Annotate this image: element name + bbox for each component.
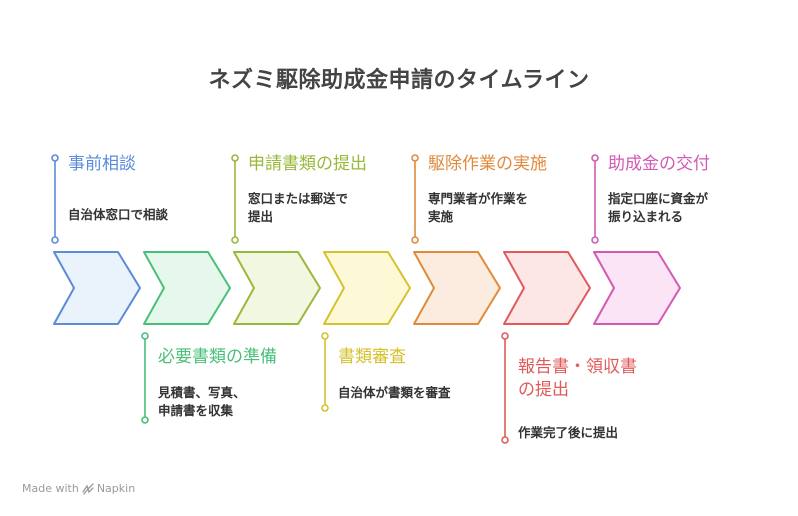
step-label-2: 必要書類の準備	[158, 347, 277, 367]
step-description-2: 見積書、写真、申請書を収集	[158, 385, 246, 418]
connector-dot	[51, 154, 59, 162]
step-description-5: 専門業者が作業を実施	[428, 191, 529, 224]
step-label-7: 助成金の交付	[608, 154, 710, 174]
connector-dot	[231, 154, 239, 162]
connector-dot	[321, 332, 329, 340]
chevron-step-1	[53, 251, 141, 325]
connector-dot	[591, 236, 599, 244]
chevron-step-6	[503, 251, 591, 325]
chevron-step-3	[233, 251, 321, 325]
chevron-step-4	[323, 251, 411, 325]
connector-dot	[321, 404, 329, 412]
connector-dot	[411, 236, 419, 244]
connector-dot	[411, 154, 419, 162]
connector-dot	[501, 332, 509, 340]
connector-dot	[51, 236, 59, 244]
napkin-logo-icon	[82, 482, 94, 495]
connector-dot	[231, 236, 239, 244]
step-label-1: 事前相談	[68, 154, 136, 174]
chevron-step-2	[143, 251, 231, 325]
step-description-1: 自治体窓口で相談	[68, 207, 169, 222]
connector-dot	[141, 416, 149, 424]
footer-brand: Napkin	[96, 482, 136, 495]
step-description-4: 自治体が書類を審査	[338, 385, 451, 400]
chevron-step-7	[593, 251, 681, 325]
step-label-5: 駆除作業の実施	[428, 154, 547, 174]
step-description-7: 指定口座に資金が振り込まれる	[608, 191, 709, 224]
step-description-6: 作業完了後に提出	[518, 425, 619, 440]
step-description-3: 窓口または郵送で提出	[248, 191, 349, 224]
connector-dot	[501, 436, 509, 444]
made-with-napkin-footer: Made with Napkin	[22, 482, 135, 495]
step-label-3: 申請書類の提出	[248, 154, 367, 174]
chevron-step-5	[413, 251, 501, 325]
step-label-4: 書類審査	[338, 347, 406, 367]
connector-dot	[591, 154, 599, 162]
step-label-6: 報告書・領収書の提出	[518, 357, 637, 400]
connector-dot	[141, 332, 149, 340]
footer-text: Made with	[22, 482, 79, 495]
diagram-title: ネズミ駆除助成金申請のタイムライン	[208, 68, 590, 93]
